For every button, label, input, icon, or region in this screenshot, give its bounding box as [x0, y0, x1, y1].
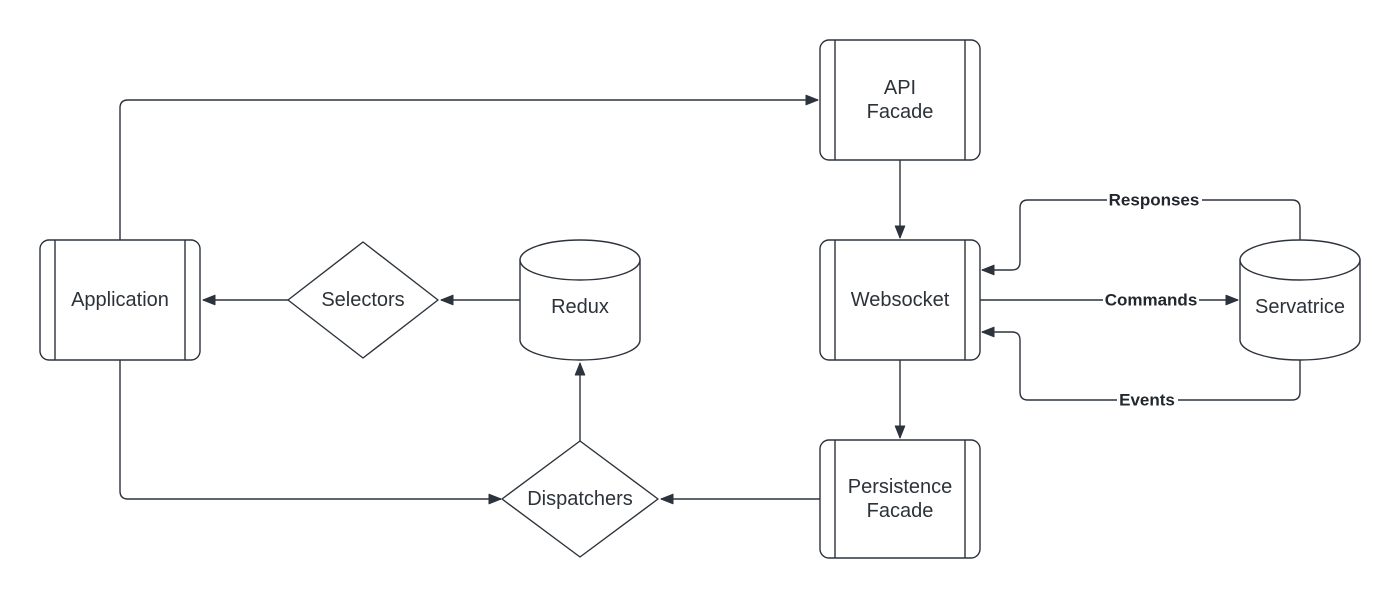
node-dispatchers: Dispatchers: [501, 440, 659, 558]
edge-label-bg: [1103, 291, 1199, 308]
node-api-facade: API Facade: [819, 39, 981, 161]
dispatchers-diamond: [501, 440, 659, 558]
edge-label-commands: Commands: [1105, 291, 1198, 310]
websocket-label: Websocket: [851, 289, 950, 311]
edge-label-bg: [1117, 391, 1178, 408]
edge-application-to-dispatchers: [119, 360, 502, 505]
edge-label-bg: [1107, 191, 1202, 208]
dispatchers-label: Dispatchers: [527, 488, 633, 510]
node-redux: Redux: [519, 239, 641, 361]
application-box: [39, 239, 201, 361]
websocket-box: [819, 239, 981, 361]
redux-cylinder: [519, 239, 641, 361]
redux-cylinder-lid: [519, 259, 641, 281]
persistence-facade-box: [819, 439, 981, 559]
edge-label-group: Responses Commands Events: [1103, 191, 1202, 410]
edge-servatrice-to-websocket-events: [981, 326, 1301, 401]
node-persistence-facade: Persistence Facade: [819, 439, 981, 559]
api-facade-box: [819, 39, 981, 161]
edge-label-events: Events: [1119, 391, 1175, 410]
persistence-facade-label-line2: Facade: [867, 500, 934, 522]
api-facade-label-line1: API: [884, 77, 916, 99]
node-selectors: Selectors: [287, 241, 439, 359]
servatrice-cylinder-lid: [1239, 259, 1361, 281]
servatrice-label: Servatrice: [1255, 296, 1345, 318]
edge-label-responses: Responses: [1109, 191, 1200, 210]
node-websocket: Websocket: [819, 239, 981, 361]
application-label: Application: [71, 289, 169, 311]
edge-application-to-api-facade: [119, 94, 819, 240]
node-servatrice: Servatrice: [1239, 239, 1361, 361]
selectors-label: Selectors: [321, 289, 404, 311]
node-application: Application: [39, 239, 201, 361]
api-facade-label-line2: Facade: [867, 101, 934, 123]
persistence-facade-label-line1: Persistence: [848, 476, 953, 498]
servatrice-cylinder: [1239, 239, 1361, 361]
selectors-diamond: [287, 241, 439, 359]
edge-servatrice-to-websocket-responses: [981, 199, 1301, 276]
redux-label: Redux: [551, 296, 609, 318]
